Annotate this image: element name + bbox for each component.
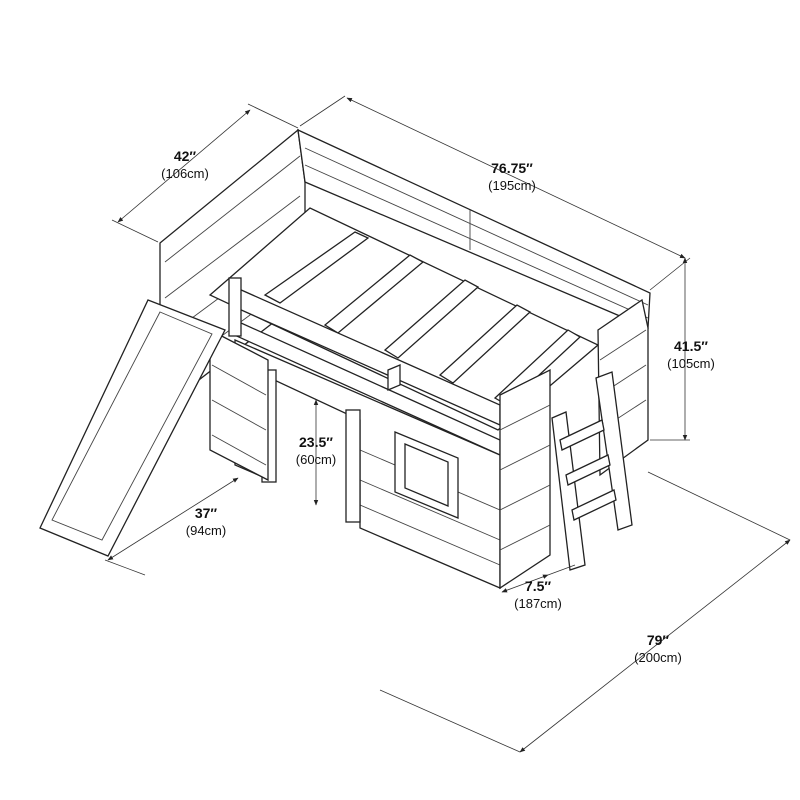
ladder-value: 7.5″: [524, 578, 552, 594]
slide-metric: (94cm): [185, 522, 227, 538]
under-height-metric: (60cm): [295, 451, 337, 467]
depth-metric: (106cm): [161, 165, 209, 181]
slide-value: 37″: [194, 505, 218, 521]
depth-dimension-label: 42″ (106cm): [140, 148, 230, 182]
dimension-lines: [104, 95, 791, 753]
under-height-value: 23.5″: [299, 434, 333, 450]
under-height-dimension-label: 23.5″ (60cm): [276, 434, 356, 468]
front-end-panel: [499, 368, 551, 590]
depth-value: 42″: [173, 148, 197, 164]
ladder: [551, 371, 633, 571]
height-value: 41.5″: [674, 338, 708, 354]
total-length-metric: (200cm): [634, 649, 682, 665]
ladder-dimension-label: 7.5″ (187cm): [500, 578, 576, 612]
total-length-dimension-label: 79″ (200cm): [616, 632, 700, 666]
height-metric: (105cm): [667, 355, 715, 371]
length-metric: (195cm): [488, 177, 536, 193]
storage-shelf: [209, 328, 269, 482]
ladder-metric: (187cm): [514, 595, 562, 611]
playhouse-window: [394, 431, 459, 519]
length-dimension-label: 76.75″ (195cm): [462, 160, 562, 194]
slide-dimension-label: 37″ (94cm): [166, 505, 246, 539]
height-dimension-label: 41.5″ (105cm): [646, 338, 736, 372]
total-length-value: 79″: [646, 632, 670, 648]
length-value: 76.75″: [491, 160, 533, 176]
